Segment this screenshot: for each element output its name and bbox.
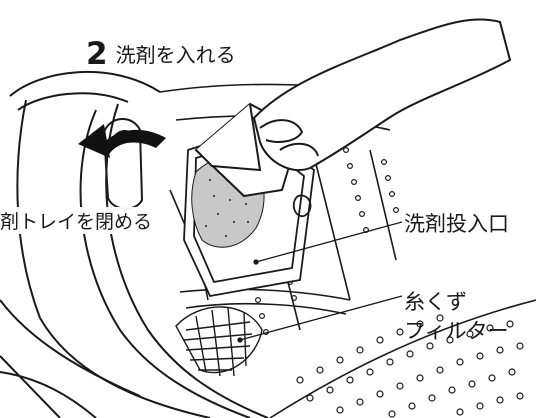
close-tray-label: 剤トレイを閉める <box>0 207 155 234</box>
hand <box>252 18 512 172</box>
lint-filter-label-line2: フィルター <box>404 319 509 343</box>
detergent-inlet-label: 洗剤投入口 <box>404 212 509 236</box>
step-instruction: 洗剤を入れる <box>115 43 236 67</box>
leader-lines <box>237 221 403 343</box>
step-title: 2 洗剤を入れる <box>86 36 236 72</box>
lint-filter-label-line1: 糸くず <box>404 290 467 314</box>
step-number: 2 <box>86 36 108 72</box>
close-arrow <box>78 124 166 158</box>
lint-filter-graphic <box>175 306 263 377</box>
